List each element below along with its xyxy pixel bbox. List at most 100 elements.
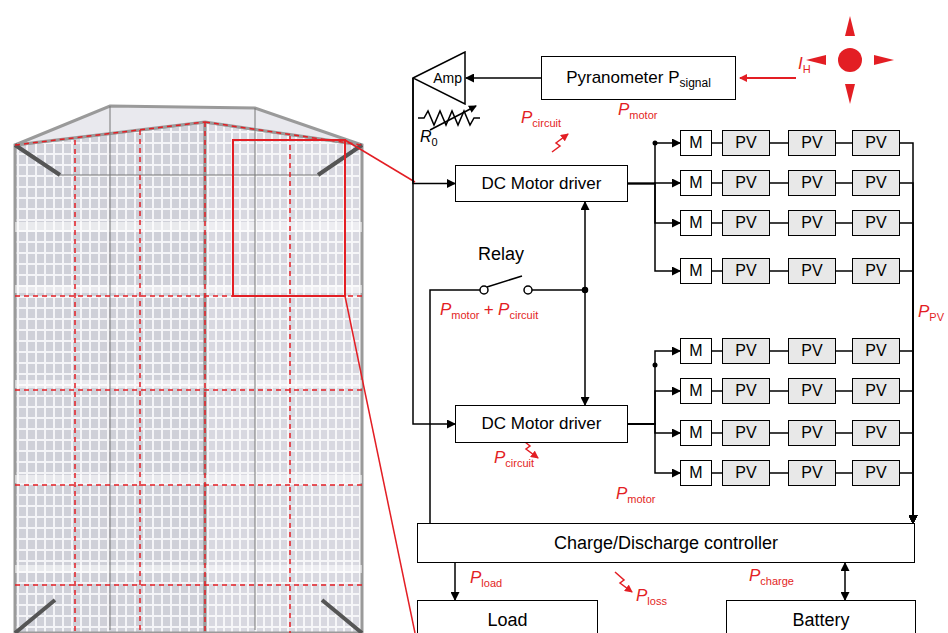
box-text: PV (865, 214, 886, 232)
signal-label: R0 (420, 128, 438, 146)
irradiance-arrow (740, 77, 796, 79)
component-box: M (680, 210, 712, 236)
connector (628, 184, 680, 272)
box-text: DC Motor driver (482, 414, 602, 434)
part-name: Relay (478, 244, 524, 265)
symbol-text: P (618, 100, 629, 120)
box-text: Load (487, 610, 527, 631)
component-box: Charge/Discharge controller (417, 523, 915, 563)
junction-dot (653, 363, 658, 368)
box-text: DC Motor driver (482, 174, 602, 194)
subscript-text: circuit (532, 117, 561, 129)
component-box: Load (417, 600, 598, 633)
relay-switch (430, 276, 588, 523)
connector (628, 143, 680, 184)
component-box: PV (788, 130, 836, 156)
subscript-text: PV (929, 311, 944, 323)
symbol-text: P (616, 484, 627, 504)
subscript-text: load (481, 577, 502, 589)
box-text: PV (801, 464, 822, 482)
box-text: PV (801, 174, 822, 192)
box-text: PV (801, 134, 822, 152)
symbol-text: P (749, 566, 760, 586)
component-box: Battery (726, 600, 916, 633)
component-box: M (680, 338, 712, 364)
box-text: PV (735, 382, 756, 400)
connector (712, 472, 722, 474)
signal-label: Pcharge (749, 566, 794, 586)
box-text: M (689, 464, 702, 482)
connector (770, 182, 788, 184)
connector (712, 390, 722, 392)
symbol-text: R (420, 128, 432, 146)
connector (712, 182, 722, 184)
subscript-text: H (803, 63, 811, 75)
signal-label: Pcircuit (521, 108, 561, 128)
signal-label: Ploss (636, 586, 667, 606)
connector (836, 472, 852, 474)
component-box: PV (788, 420, 836, 446)
connector (900, 391, 913, 523)
connector (770, 432, 788, 434)
connector (900, 143, 913, 523)
sensor-box: Pyranometer Psignal (541, 56, 736, 100)
subscript-text: loss (647, 595, 667, 607)
connector (900, 183, 913, 523)
signal-label: Pload (470, 568, 502, 588)
subscript-text: circuit (509, 309, 538, 321)
box-text: PV (865, 342, 886, 360)
connector (836, 182, 852, 184)
box-text: Charge/Discharge controller (554, 533, 778, 554)
component-box: DC Motor driver (455, 405, 628, 443)
component-box: PV (722, 338, 770, 364)
signal-label: Pmotor (618, 100, 657, 120)
signal-label: Relay (478, 244, 524, 265)
component-box: PV (788, 460, 836, 486)
signal-label: Pmotor+ Pcircuit (440, 300, 538, 320)
subscript-text: motor (629, 109, 657, 121)
connector (770, 142, 788, 144)
box-text: PV (735, 424, 756, 442)
connector (712, 270, 722, 272)
connector (712, 350, 722, 352)
box-text: PV (801, 214, 822, 232)
box-text: PV (865, 382, 886, 400)
box-text: M (689, 382, 702, 400)
connector (770, 390, 788, 392)
symbol-text: P (494, 448, 505, 468)
component-box: M (680, 378, 712, 404)
connector (628, 351, 680, 424)
subscript-text: motor (627, 493, 655, 505)
component-box: PV (722, 378, 770, 404)
connector (770, 270, 788, 272)
connector (770, 222, 788, 224)
subscript-text: signal (680, 76, 711, 90)
box-text: PV (735, 342, 756, 360)
component-box: PV (722, 130, 770, 156)
component-box: PV (722, 460, 770, 486)
connector (836, 222, 852, 224)
symbol-text: P (918, 302, 929, 322)
box-text: PV (865, 464, 886, 482)
component-box: PV (852, 378, 900, 404)
box-text: PV (865, 134, 886, 152)
box-text: M (689, 342, 702, 360)
connector (836, 142, 852, 144)
component-box: PV (788, 170, 836, 196)
connector (454, 563, 456, 600)
box-text: Pyranometer P (566, 68, 679, 88)
amplifier-triangle: Amp (412, 51, 466, 105)
symbol-text: P (636, 586, 647, 606)
component-box: DC Motor driver (455, 165, 628, 202)
symbol-text: + P (483, 300, 509, 320)
connector (712, 432, 722, 434)
box-text: M (689, 262, 702, 280)
junction-dot (583, 288, 588, 293)
component-box: PV (852, 210, 900, 236)
box-text: PV (865, 424, 886, 442)
pv-building (15, 106, 415, 633)
connector (900, 223, 913, 523)
connector (413, 78, 455, 424)
connector (900, 473, 913, 523)
component-box: PV (852, 130, 900, 156)
